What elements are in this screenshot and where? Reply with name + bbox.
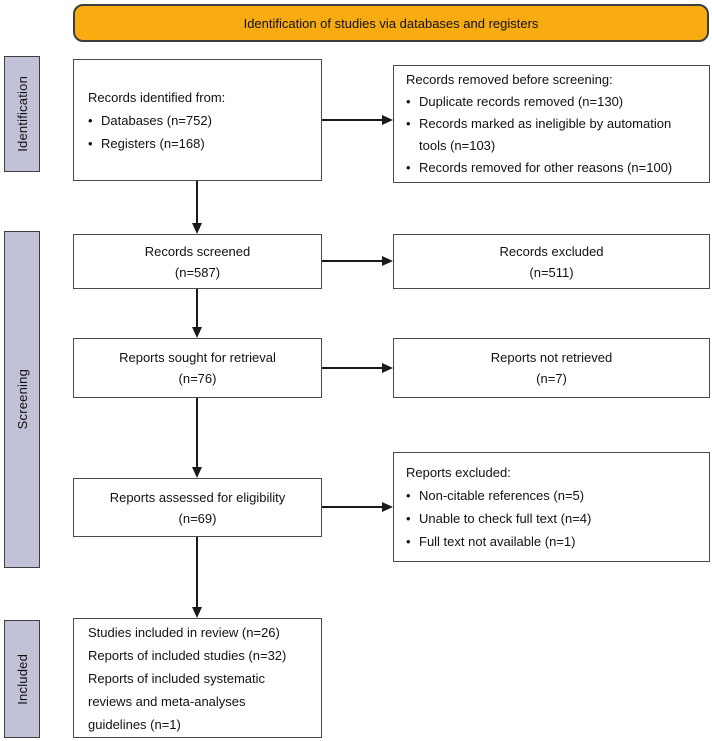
box-reports-sought-line1: Reports sought for retrieval <box>119 350 276 365</box>
box-reports-assessed-line2: (n=69) <box>178 510 217 526</box>
box-reports-excluded-list: Non-citable references (n=5) Unable to c… <box>406 484 591 553</box>
arrow-down-icon <box>192 289 202 338</box>
box-included-studies-line: Studies included in review (n=26) <box>88 624 280 640</box>
box-reports-sought: Reports sought for retrieval (n=76) <box>73 338 322 398</box>
list-item: Duplicate records removed (n=130) <box>406 91 697 113</box>
list-item: Full text not available (n=1) <box>406 530 591 553</box>
list-item: Unable to check full text (n=4) <box>406 507 591 530</box>
banner-identification-via-databases: Identification of studies via databases … <box>73 4 709 42</box>
box-reports-excluded-title: Reports excluded: <box>406 465 511 480</box>
list-item: Non-citable references (n=5) <box>406 484 591 507</box>
box-reports-not-retrieved-line2: (n=7) <box>536 371 567 386</box>
arrow-down-icon <box>192 181 202 234</box>
box-records-screened: Records screened (n=587) <box>73 234 322 289</box>
arrowhead-right-icon <box>382 256 393 266</box>
arrow-right-icon <box>322 363 393 373</box>
arrow-down-icon <box>192 398 202 478</box>
arrowhead-down-icon <box>192 223 202 234</box>
box-records-identified-title: Records identified from: <box>88 89 226 105</box>
box-records-identified: Records identified from: Databases (n=75… <box>73 59 322 181</box>
banner-label: Identification of studies via databases … <box>243 15 539 31</box>
arrow-down-icon <box>192 537 202 618</box>
stage-screening: Screening <box>4 231 40 568</box>
box-records-removed-title: Records removed before screening: <box>406 72 613 87</box>
box-included-studies-line: Reports of included systematic reviews a… <box>88 670 266 732</box>
box-records-excluded-line1: Records excluded <box>499 243 604 259</box>
box-reports-assessed: Reports assessed for eligibility (n=69) <box>73 478 322 537</box>
arrow-right-icon <box>322 502 393 512</box>
list-item: Registers (n=168) <box>88 132 212 155</box>
box-records-screened-line2: (n=587) <box>174 264 221 280</box>
box-records-screened-line1: Records screened <box>144 243 251 259</box>
box-records-removed-list: Duplicate records removed (n=130) Record… <box>406 91 697 179</box>
box-reports-not-retrieved-line1: Reports not retrieved <box>490 350 613 365</box>
stage-identification-label: Identification <box>14 76 30 152</box>
arrow-right-icon <box>322 256 393 266</box>
list-item: Databases (n=752) <box>88 109 212 132</box>
box-reports-excluded: Reports excluded: Non-citable references… <box>393 452 710 562</box>
arrowhead-down-icon <box>192 467 202 478</box>
stage-included-label: Included <box>14 653 30 705</box>
box-records-excluded-line2: (n=511) <box>529 264 574 280</box>
arrowhead-right-icon <box>382 502 393 512</box>
box-records-identified-list: Databases (n=752) Registers (n=168) <box>88 109 212 155</box>
box-reports-not-retrieved: Reports not retrieved (n=7) <box>393 338 710 398</box>
arrowhead-down-icon <box>192 607 202 618</box>
box-included-studies-line: Reports of included studies (n=32) <box>88 647 287 663</box>
list-item: Records marked as ineligible by automati… <box>406 113 697 157</box>
arrowhead-right-icon <box>382 363 393 373</box>
stage-identification: Identification <box>4 56 40 172</box>
box-records-removed: Records removed before screening: Duplic… <box>393 65 710 183</box>
arrowhead-right-icon <box>382 115 393 125</box>
box-records-excluded: Records excluded (n=511) <box>393 234 710 289</box>
stage-screening-label: Screening <box>14 369 30 430</box>
arrow-right-icon <box>322 115 393 125</box>
box-included-studies: Studies included in review (n=26) Report… <box>73 618 322 738</box>
box-reports-sought-line2: (n=76) <box>178 371 217 386</box>
arrowhead-down-icon <box>192 327 202 338</box>
stage-included: Included <box>4 620 40 738</box>
box-reports-assessed-line1: Reports assessed for eligibility <box>109 489 286 505</box>
list-item: Records removed for other reasons (n=100… <box>406 157 697 179</box>
